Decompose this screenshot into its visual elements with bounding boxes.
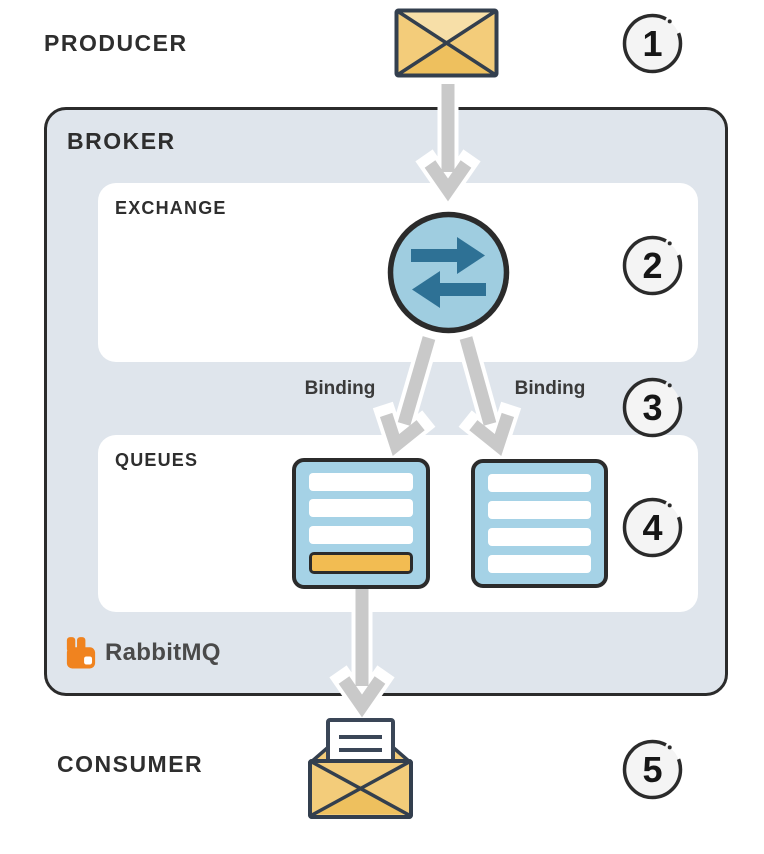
queues-label: QUEUES <box>115 450 199 470</box>
queue-stack-icon <box>471 459 608 588</box>
step-number: 5 <box>642 748 663 790</box>
step-badge-4: 4 <box>621 496 684 559</box>
broker-box: BROKER EXCHANGE QUEUES RabbitMQ <box>44 107 728 696</box>
queue-slot <box>488 555 591 573</box>
step-badge-2: 2 <box>621 234 684 297</box>
step-circle-icon <box>622 739 683 800</box>
rabbitmq-brand-text: RabbitMQ <box>105 639 221 666</box>
step-number: 3 <box>642 386 663 428</box>
producer-label: PRODUCER <box>44 30 188 56</box>
queue-slot <box>488 501 591 519</box>
open-envelope-letter-icon <box>308 718 413 819</box>
step-circle-icon <box>622 377 683 438</box>
queue-slot <box>309 525 413 544</box>
step-number: 1 <box>642 22 663 64</box>
step-badge-5: 5 <box>621 738 684 801</box>
consumer-label: CONSUMER <box>57 751 204 777</box>
binding-label-left: Binding <box>304 378 376 399</box>
rabbitmq-logo: RabbitMQ <box>66 636 221 670</box>
step-circle-icon <box>622 497 683 558</box>
step-number: 4 <box>642 506 663 548</box>
broker-label: BROKER <box>67 128 176 154</box>
queue-stack-with-message-icon <box>292 458 430 589</box>
step-badge-1: 1 <box>621 12 684 75</box>
binding-label-right: Binding <box>514 378 586 399</box>
queue-message-slot <box>309 551 413 574</box>
closed-envelope-icon <box>394 8 499 78</box>
exchange-label: EXCHANGE <box>115 198 227 218</box>
step-badge-3: 3 <box>621 376 684 439</box>
exchange-swap-arrows-icon <box>387 211 510 334</box>
queue-slot <box>309 473 413 491</box>
rabbitmq-rabbit-icon <box>66 637 96 669</box>
step-circle-icon <box>622 13 683 74</box>
queue-slot <box>488 528 591 546</box>
queue-slot <box>488 474 591 492</box>
queue-slot <box>309 499 413 518</box>
step-number: 2 <box>642 244 663 286</box>
step-circle-icon <box>622 235 683 296</box>
